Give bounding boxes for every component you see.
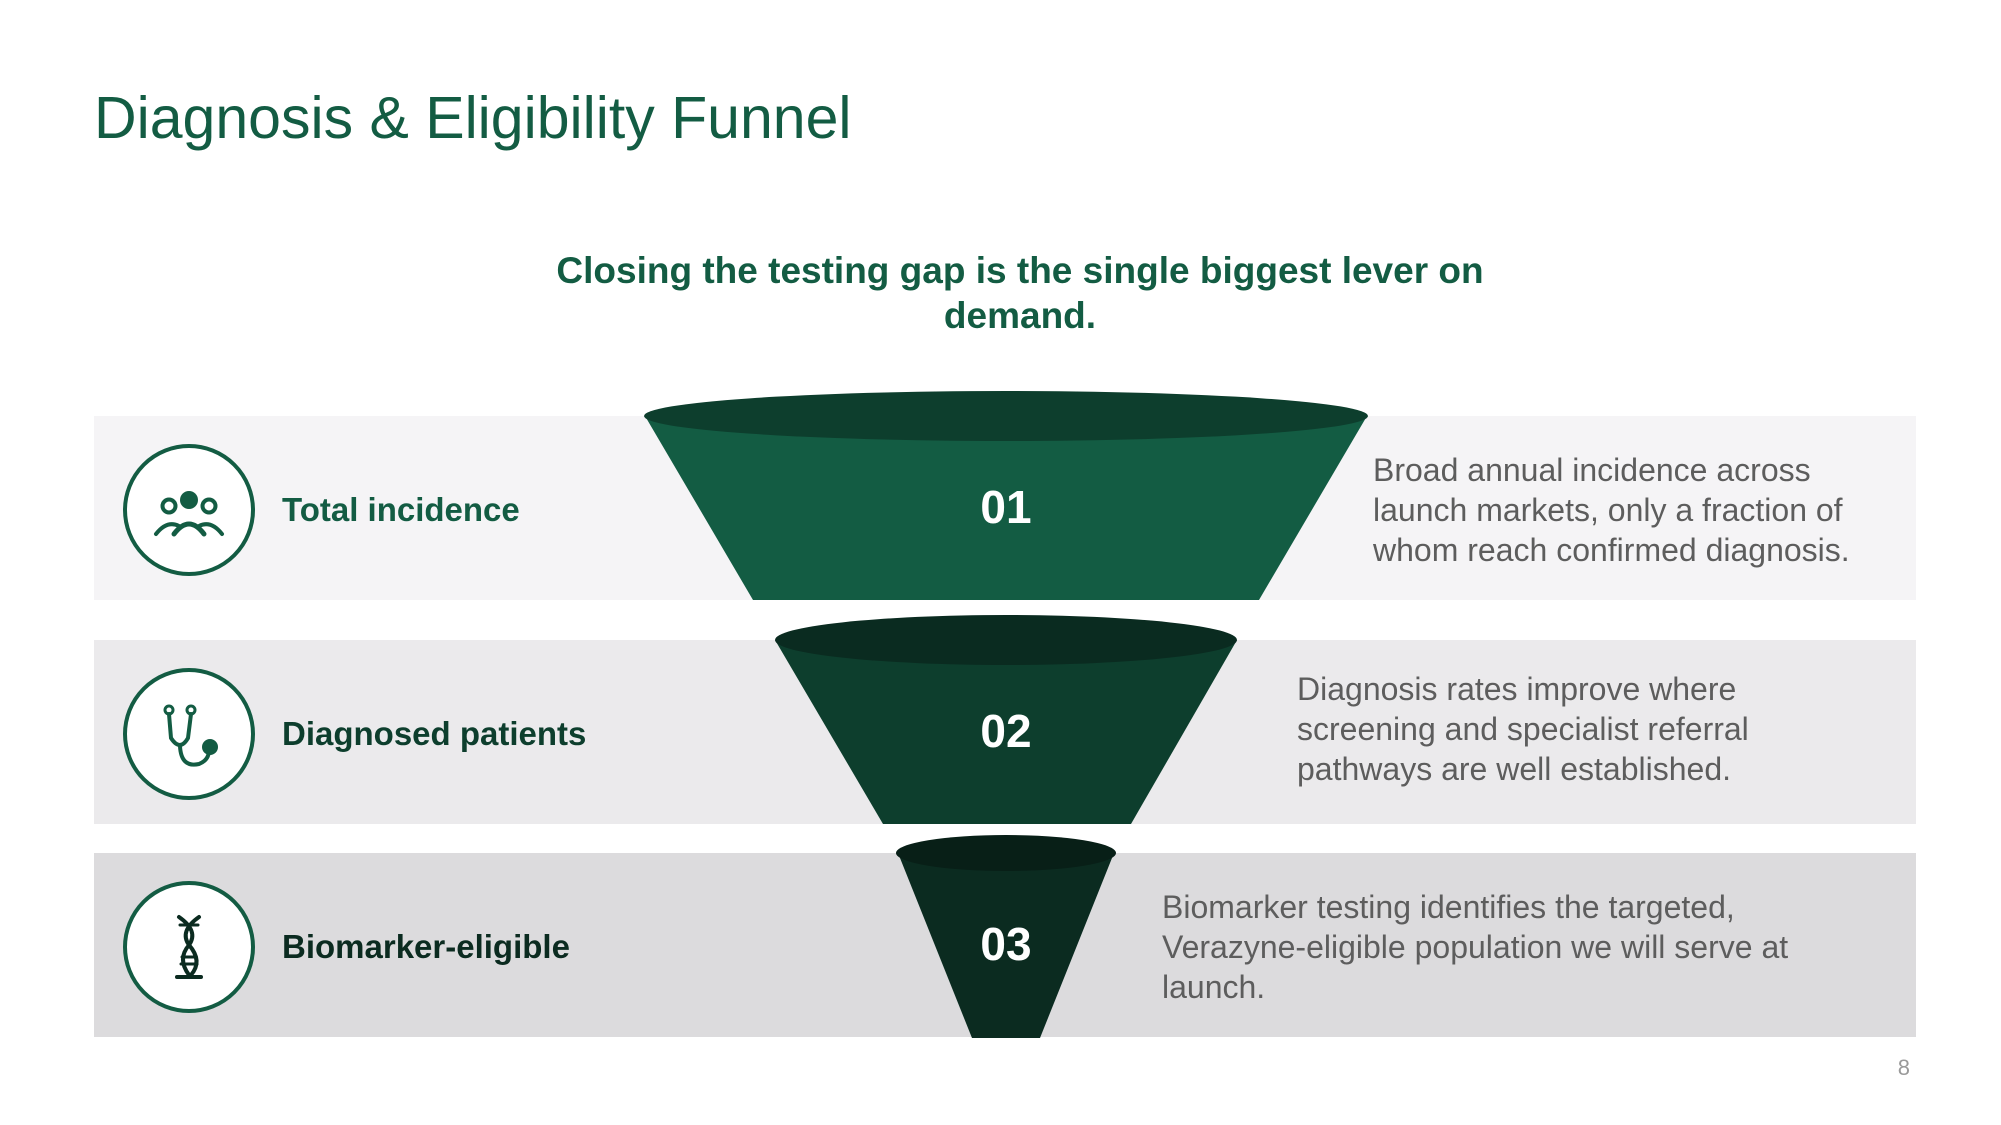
stage-3-icon-badge (123, 881, 255, 1013)
page-number: 8 (1897, 1055, 1910, 1080)
stage-1-description: Broad annual incidence across launch mar… (1373, 452, 1850, 568)
stage-2-icon-badge (123, 668, 255, 800)
funnel-segment-2-body (775, 640, 1237, 824)
stage-2-description: Diagnosis rates improve where screening … (1297, 671, 1749, 787)
funnel-segment-1-number: 01 (980, 481, 1031, 533)
stage-1-label: Total incidence (282, 491, 520, 528)
funnel-segment-3-body (898, 853, 1114, 1038)
slide-title: Diagnosis & Eligibility Funnel (94, 85, 852, 151)
dna-helix-icon (175, 915, 203, 979)
funnel-segment-2-rim (775, 615, 1237, 665)
funnel-segment-1-rim (644, 391, 1368, 441)
funnel-segment-2-number: 02 (980, 705, 1031, 757)
funnel-segment-1: 01 (644, 391, 1368, 600)
funnel-segment-2: 02 (775, 615, 1237, 824)
funnel-segment-3-number: 03 (980, 918, 1031, 970)
stethoscope-icon (163, 704, 218, 767)
funnel-segment-3-rim (896, 835, 1116, 871)
people-group-icon (154, 491, 224, 537)
stage-2-label: Diagnosed patients (282, 715, 587, 752)
slide-subtitle: Closing the testing gap is the single bi… (556, 250, 1484, 336)
stage-1-icon-badge (123, 444, 255, 576)
stage-3-label: Biomarker-eligible (282, 928, 570, 965)
stage-3-description: Biomarker testing identifies the targete… (1162, 889, 1789, 1005)
funnel-segment-1-body (645, 416, 1367, 600)
funnel-segment-3: 03 (896, 835, 1116, 1038)
